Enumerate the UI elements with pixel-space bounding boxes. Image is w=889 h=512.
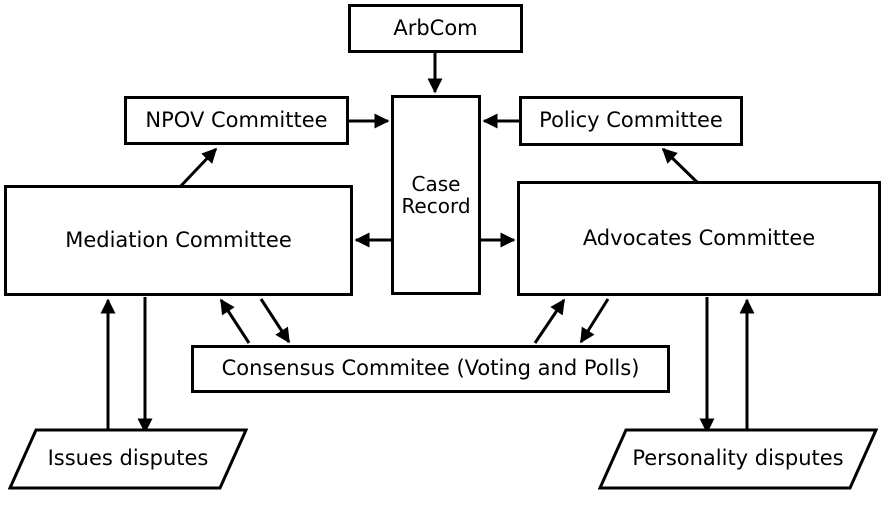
edge-mediation-to-consensus: [259, 298, 291, 344]
node-consensus-committee[interactable]: Consensus Commitee (Voting and Polls): [191, 345, 670, 393]
node-issues-disputes-label: Issues disputes: [47, 446, 209, 471]
node-npov-committee[interactable]: NPOV Committee: [124, 96, 349, 145]
node-case-record[interactable]: Case Record: [391, 95, 481, 295]
node-advocates-committee-label: Advocates Committee: [582, 225, 816, 250]
node-arbcom[interactable]: ArbCom: [348, 4, 523, 53]
node-personality-disputes[interactable]: Personality disputes: [598, 428, 878, 490]
node-issues-disputes[interactable]: Issues disputes: [8, 428, 248, 490]
edge-mediation-to-npov: [176, 147, 218, 191]
edge-advocates-to-consensus: [579, 298, 610, 344]
node-npov-committee-label: NPOV Committee: [145, 107, 328, 132]
node-policy-committee-label: Policy Committee: [539, 108, 723, 133]
parallelogram-shape-personality: [598, 428, 878, 490]
parallelogram-shape-issues: [8, 428, 248, 490]
node-consensus-committee-label: Consensus Commitee (Voting and Polls): [221, 356, 640, 381]
node-case-record-label: Case Record: [401, 171, 471, 218]
edge-advocates-to-policy: [661, 147, 703, 188]
node-personality-disputes-label: Personality disputes: [632, 446, 844, 471]
edge-consensus-to-advocates: [533, 298, 566, 344]
node-policy-committee[interactable]: Policy Committee: [519, 96, 743, 146]
edge-consensus-to-mediation: [219, 298, 251, 344]
node-advocates-committee[interactable]: Advocates Committee: [517, 181, 881, 296]
node-mediation-committee-label: Mediation Committee: [65, 227, 292, 252]
node-mediation-committee[interactable]: Mediation Committee: [4, 185, 353, 296]
node-arbcom-label: ArbCom: [393, 15, 478, 40]
